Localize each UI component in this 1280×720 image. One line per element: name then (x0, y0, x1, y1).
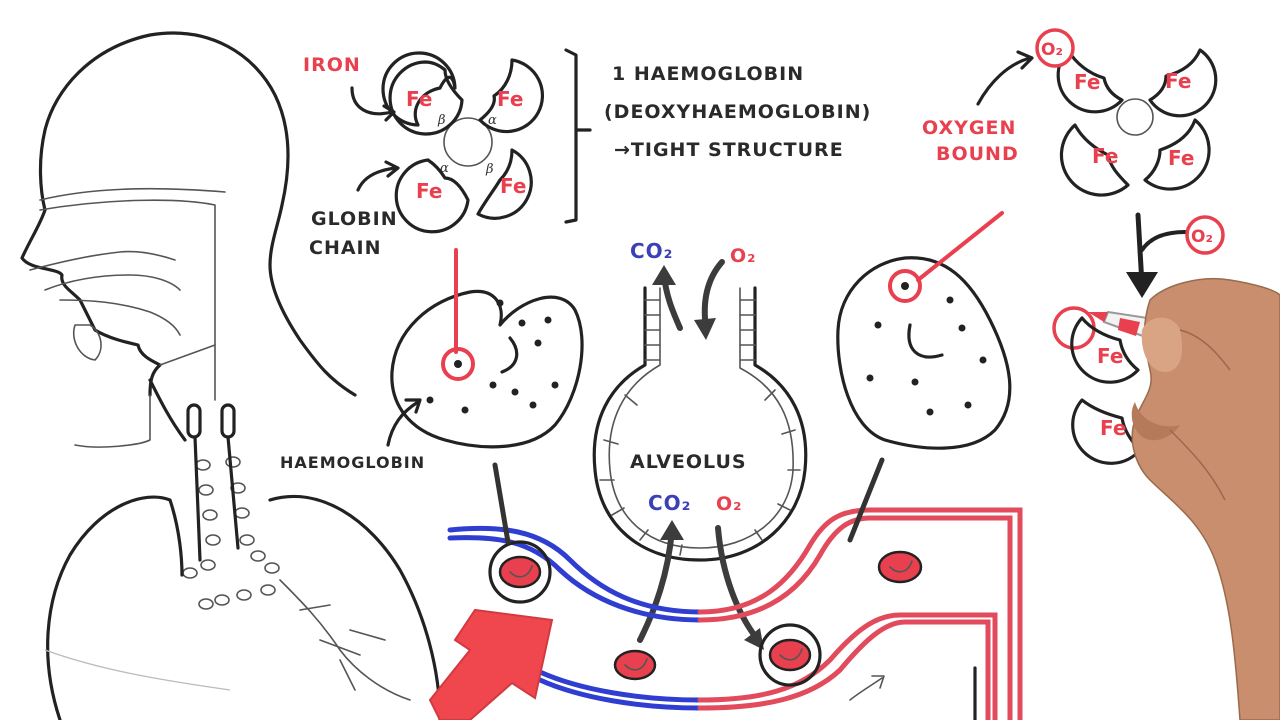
red-blood-cells (488, 540, 923, 687)
beta-label: β (437, 113, 446, 128)
fe-label: Fe (497, 87, 523, 111)
head-silhouette (20, 31, 357, 448)
red-blood-cell-deoxy (390, 248, 584, 449)
iron-label: IRON (303, 54, 361, 76)
fe-label: Fe (1168, 146, 1194, 170)
trachea (182, 403, 280, 610)
blood-flow-arrow (428, 608, 554, 720)
oxygen-bound-label-line2: BOUND (936, 143, 1019, 165)
haemoglobin-label: HAEMOGLOBIN (280, 453, 425, 472)
gas-exchange-arrows (637, 259, 764, 650)
co2-top-label: CO₂ (630, 239, 673, 263)
o2-released-label: O₂ (1191, 227, 1213, 247)
hand-with-marker (1088, 277, 1280, 720)
o2-top-label: O₂ (730, 245, 756, 267)
o2-alveolus-label: O₂ (716, 493, 742, 515)
hb-title-line2: (DEOXYHAEMOGLOBIN) (604, 101, 871, 123)
fe-label: Fe (416, 179, 442, 203)
deoxyhaemoglobin-tetramer: Fe Fe Fe Fe β α α β (381, 51, 544, 234)
alveolus (592, 286, 808, 562)
oxyhaemoglobin-tetramer: Fe Fe Fe Fe O₂ (1035, 28, 1218, 197)
fe-label: Fe (500, 174, 526, 198)
alveolus-label: ALVEOLUS (630, 451, 747, 473)
iron-arrow (350, 86, 396, 122)
oxygen-release-arrow: O₂ (1126, 212, 1225, 298)
rbc-pointer-left (492, 462, 511, 545)
globin-chain-arrow (356, 160, 400, 192)
fe-label: Fe (1092, 144, 1118, 168)
haemoglobin-arrow (386, 398, 422, 447)
globin-chain-label-line2: CHAIN (309, 237, 382, 259)
red-blood-cell-oxy (836, 211, 1012, 450)
alpha-label: α (440, 161, 449, 176)
tight-structure-label: →TIGHT STRUCTURE (614, 139, 844, 161)
lungs (44, 494, 442, 720)
partial-tetramer: Fe Fe (1052, 306, 1142, 465)
oxygen-bound-arrow (976, 50, 1034, 106)
o2-bound-circle-label: O₂ (1041, 40, 1063, 60)
hb-title-line1: 1 HAEMOGLOBIN (612, 63, 804, 85)
oxygen-bound-label-line1: OXYGEN (922, 117, 1016, 139)
fe-label: Fe (1074, 70, 1100, 94)
fe-label: Fe (406, 87, 432, 111)
fe-label: Fe (1097, 344, 1123, 368)
alpha-label: α (488, 113, 497, 128)
fe-label: Fe (1100, 416, 1126, 440)
co2-alveolus-label: CO₂ (648, 491, 691, 515)
beta-label: β (485, 162, 494, 177)
fe-label: Fe (1165, 69, 1191, 93)
bracket (564, 48, 592, 224)
globin-chain-label-line1: GLOBIN (311, 208, 398, 230)
rbc-pointer-right (847, 457, 885, 543)
